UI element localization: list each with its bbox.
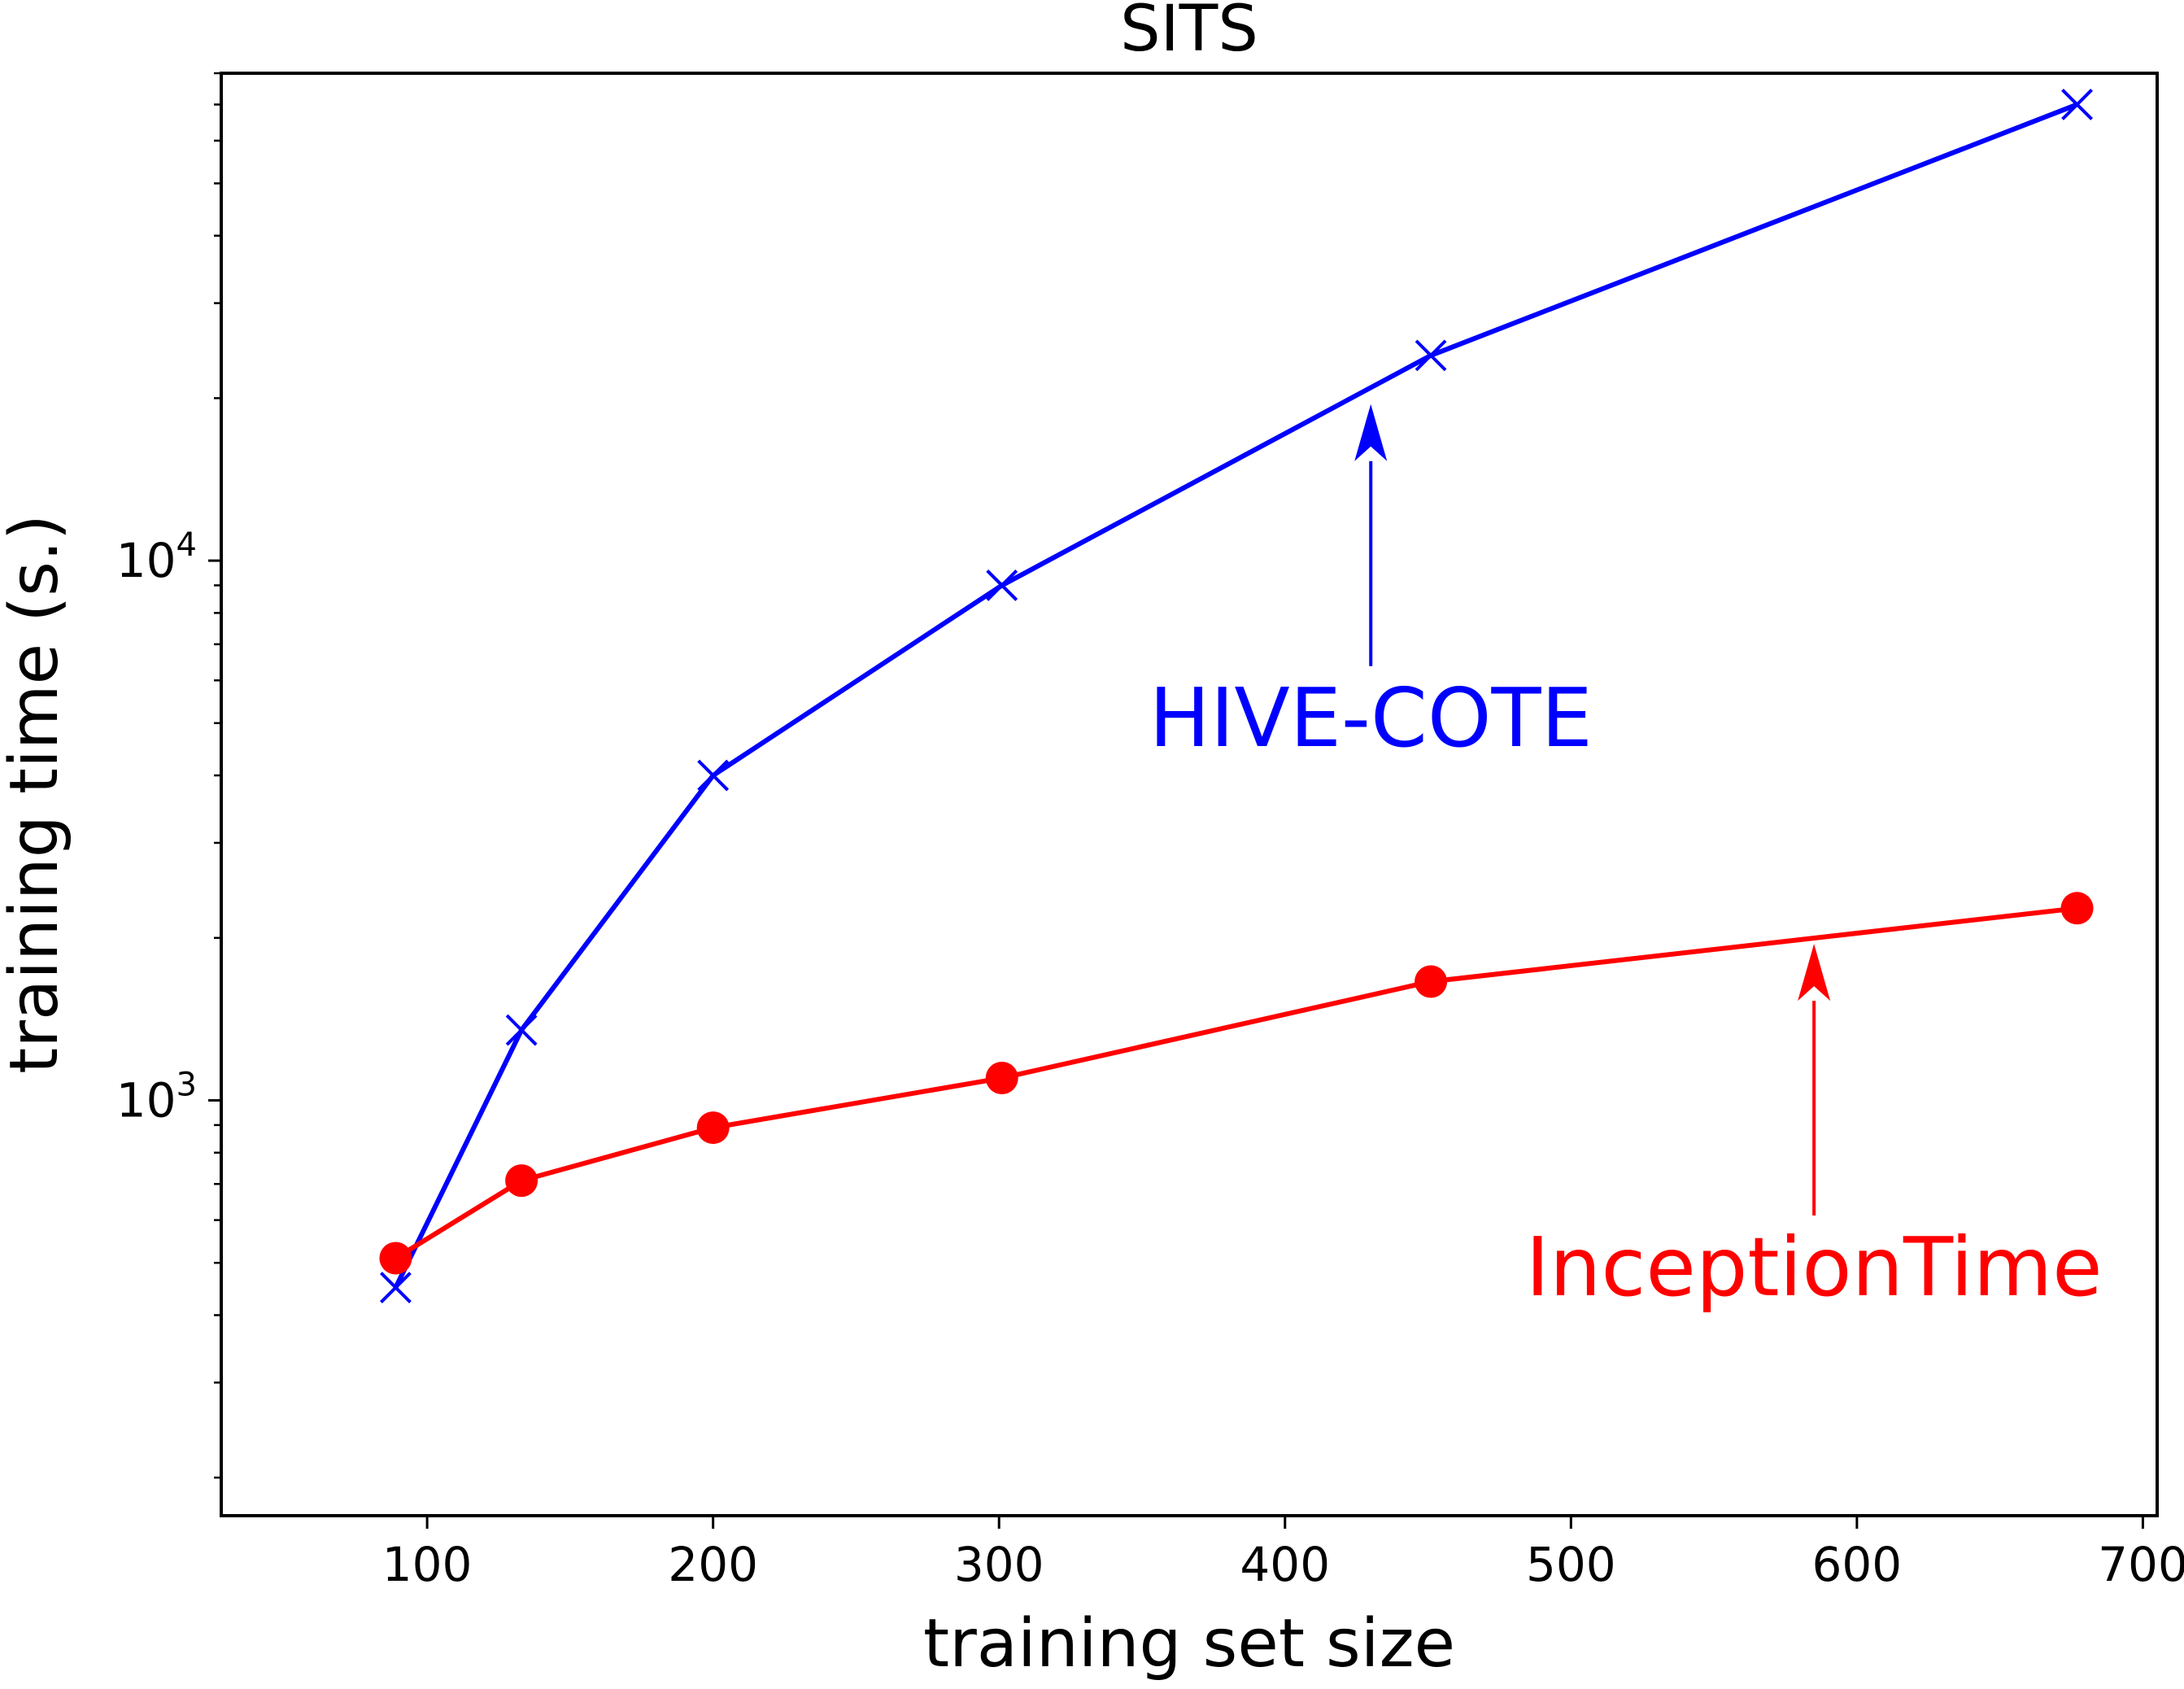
data-point bbox=[696, 1111, 730, 1145]
x-tick-label: 300 bbox=[954, 1537, 1044, 1592]
x-tick-label: 200 bbox=[668, 1537, 758, 1592]
data-point bbox=[697, 759, 730, 792]
data-point bbox=[505, 1014, 538, 1046]
annotation-arrowhead bbox=[1354, 404, 1388, 461]
series-line bbox=[393, 102, 2078, 1289]
series-line bbox=[394, 906, 2077, 1261]
annotations: HIVE-COTE InceptionTime bbox=[1149, 404, 2103, 1315]
y-tick-label: 104 bbox=[116, 526, 197, 588]
x-tick-label: 700 bbox=[2098, 1537, 2184, 1592]
data-series bbox=[379, 89, 2094, 1303]
marker-stroke bbox=[505, 1014, 538, 1046]
marker-stroke bbox=[697, 759, 730, 792]
annotation-label: HIVE-COTE bbox=[1149, 670, 1593, 766]
y-axis-label: training time (s.) bbox=[0, 514, 73, 1074]
x-tick-label: 600 bbox=[1812, 1537, 1903, 1592]
marker-stroke bbox=[2061, 89, 2093, 120]
plot-frame bbox=[220, 72, 2159, 1517]
data-point bbox=[985, 1062, 1018, 1095]
marker-stroke bbox=[380, 1272, 412, 1303]
data-point bbox=[505, 1164, 538, 1198]
annotation-label: InceptionTime bbox=[1526, 1220, 2103, 1315]
axis-ticks: 100 200 300 400 500 600 700 103 104 bbox=[116, 72, 2184, 1592]
annotation-arrowhead bbox=[1798, 944, 1831, 1002]
data-point bbox=[1415, 965, 1448, 998]
marker-stroke bbox=[1415, 339, 1447, 372]
data-point bbox=[379, 1242, 412, 1275]
data-point bbox=[380, 1272, 412, 1303]
x-tick-label: 500 bbox=[1526, 1537, 1616, 1592]
data-point bbox=[1415, 339, 1447, 372]
x-tick-label: 400 bbox=[1240, 1537, 1330, 1592]
chart-title: SITS bbox=[1120, 0, 1258, 66]
data-point bbox=[2060, 892, 2094, 925]
y-tick-label: 103 bbox=[116, 1066, 197, 1128]
data-point bbox=[2061, 89, 2093, 120]
data-point bbox=[986, 570, 1018, 601]
x-axis-label: training set size bbox=[923, 1605, 1455, 1682]
x-tick-label: 100 bbox=[382, 1537, 473, 1592]
marker-stroke bbox=[986, 570, 1018, 601]
